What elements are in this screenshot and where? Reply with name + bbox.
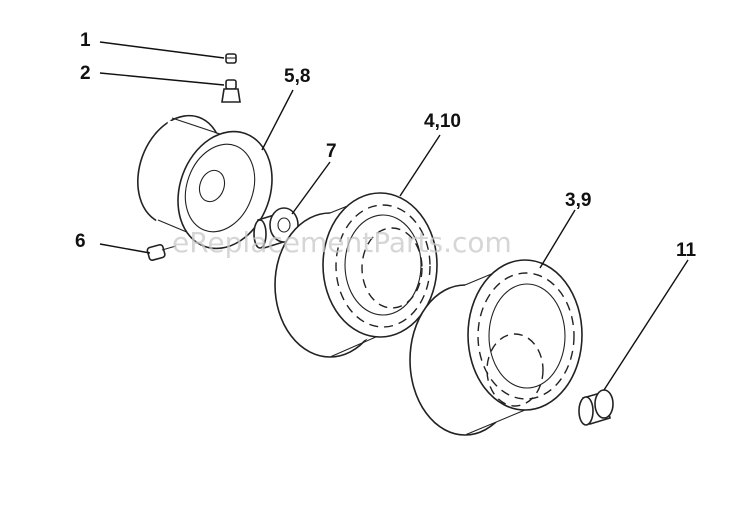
callout-label: 4,10 <box>424 111 461 132</box>
tire-front[interactable] <box>274 192 438 358</box>
callout-label: 6 <box>75 231 86 252</box>
leader-line-11 <box>603 259 689 391</box>
callout-label: 7 <box>326 141 337 162</box>
leader-line-7 <box>291 161 331 215</box>
leader-line-3-9 <box>539 209 576 269</box>
leader-line-1 <box>99 41 225 59</box>
valve-cap[interactable] <box>225 53 237 64</box>
leader-line-4-10 <box>399 134 441 197</box>
bushing[interactable] <box>253 207 299 250</box>
watermark: eReplacementParts.com <box>172 226 512 259</box>
bolt[interactable] <box>146 244 177 261</box>
leader-line-2 <box>99 72 225 86</box>
leader-line-6 <box>99 243 151 254</box>
hub-cap[interactable] <box>578 389 614 426</box>
callout-label: 2 <box>80 63 91 84</box>
leader-line-5-8 <box>261 89 294 151</box>
callout-label: 1 <box>80 30 91 51</box>
callout-label: 3,9 <box>565 190 591 211</box>
rim[interactable] <box>123 104 288 262</box>
valve-stem[interactable] <box>221 79 241 103</box>
callout-label: 5,8 <box>284 66 310 87</box>
tire-rear[interactable] <box>409 259 583 436</box>
callout-label: 11 <box>676 240 697 261</box>
